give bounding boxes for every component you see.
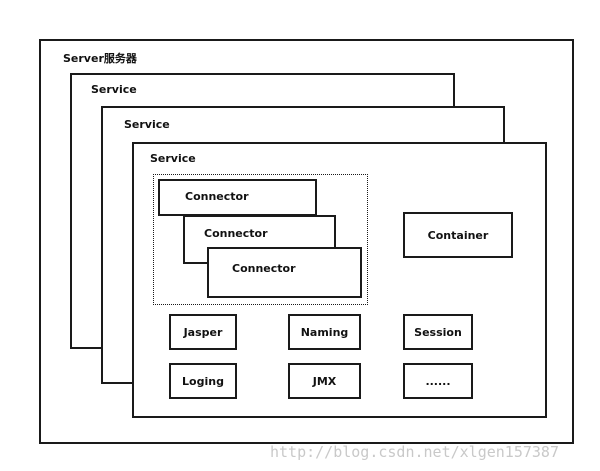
component-jmx: JMX <box>288 363 361 399</box>
connector-label-3: Connector <box>232 262 296 275</box>
component-naming-label: Naming <box>300 325 349 339</box>
component-loging: Loging <box>169 363 237 399</box>
component-naming: Naming <box>288 314 361 350</box>
component-jasper: Jasper <box>169 314 237 350</box>
component-jasper-label: Jasper <box>183 325 223 339</box>
container-label: Container <box>427 228 489 242</box>
connector-label-1: Connector <box>185 189 249 203</box>
component-loging-label: Loging <box>182 374 224 388</box>
service-title-2: Service <box>124 118 170 131</box>
component-session-label: Session <box>414 325 462 339</box>
connector-group <box>153 174 368 305</box>
connector-box-3: Connector <box>207 247 362 298</box>
component-ellipsis-label: ...... <box>425 374 451 388</box>
watermark-text: http://blog.csdn.net/xlgen157387 <box>270 443 559 461</box>
connector-label-2: Connector <box>204 227 268 240</box>
component-jmx-label: JMX <box>312 374 337 388</box>
service-title-3: Service <box>150 152 196 165</box>
container-box: Container <box>403 212 513 258</box>
connector-box-1: Connector <box>158 179 317 216</box>
component-ellipsis: ...... <box>403 363 473 399</box>
server-title: Server服务器 <box>63 52 137 65</box>
service-title-1: Service <box>91 83 137 96</box>
component-session: Session <box>403 314 473 350</box>
